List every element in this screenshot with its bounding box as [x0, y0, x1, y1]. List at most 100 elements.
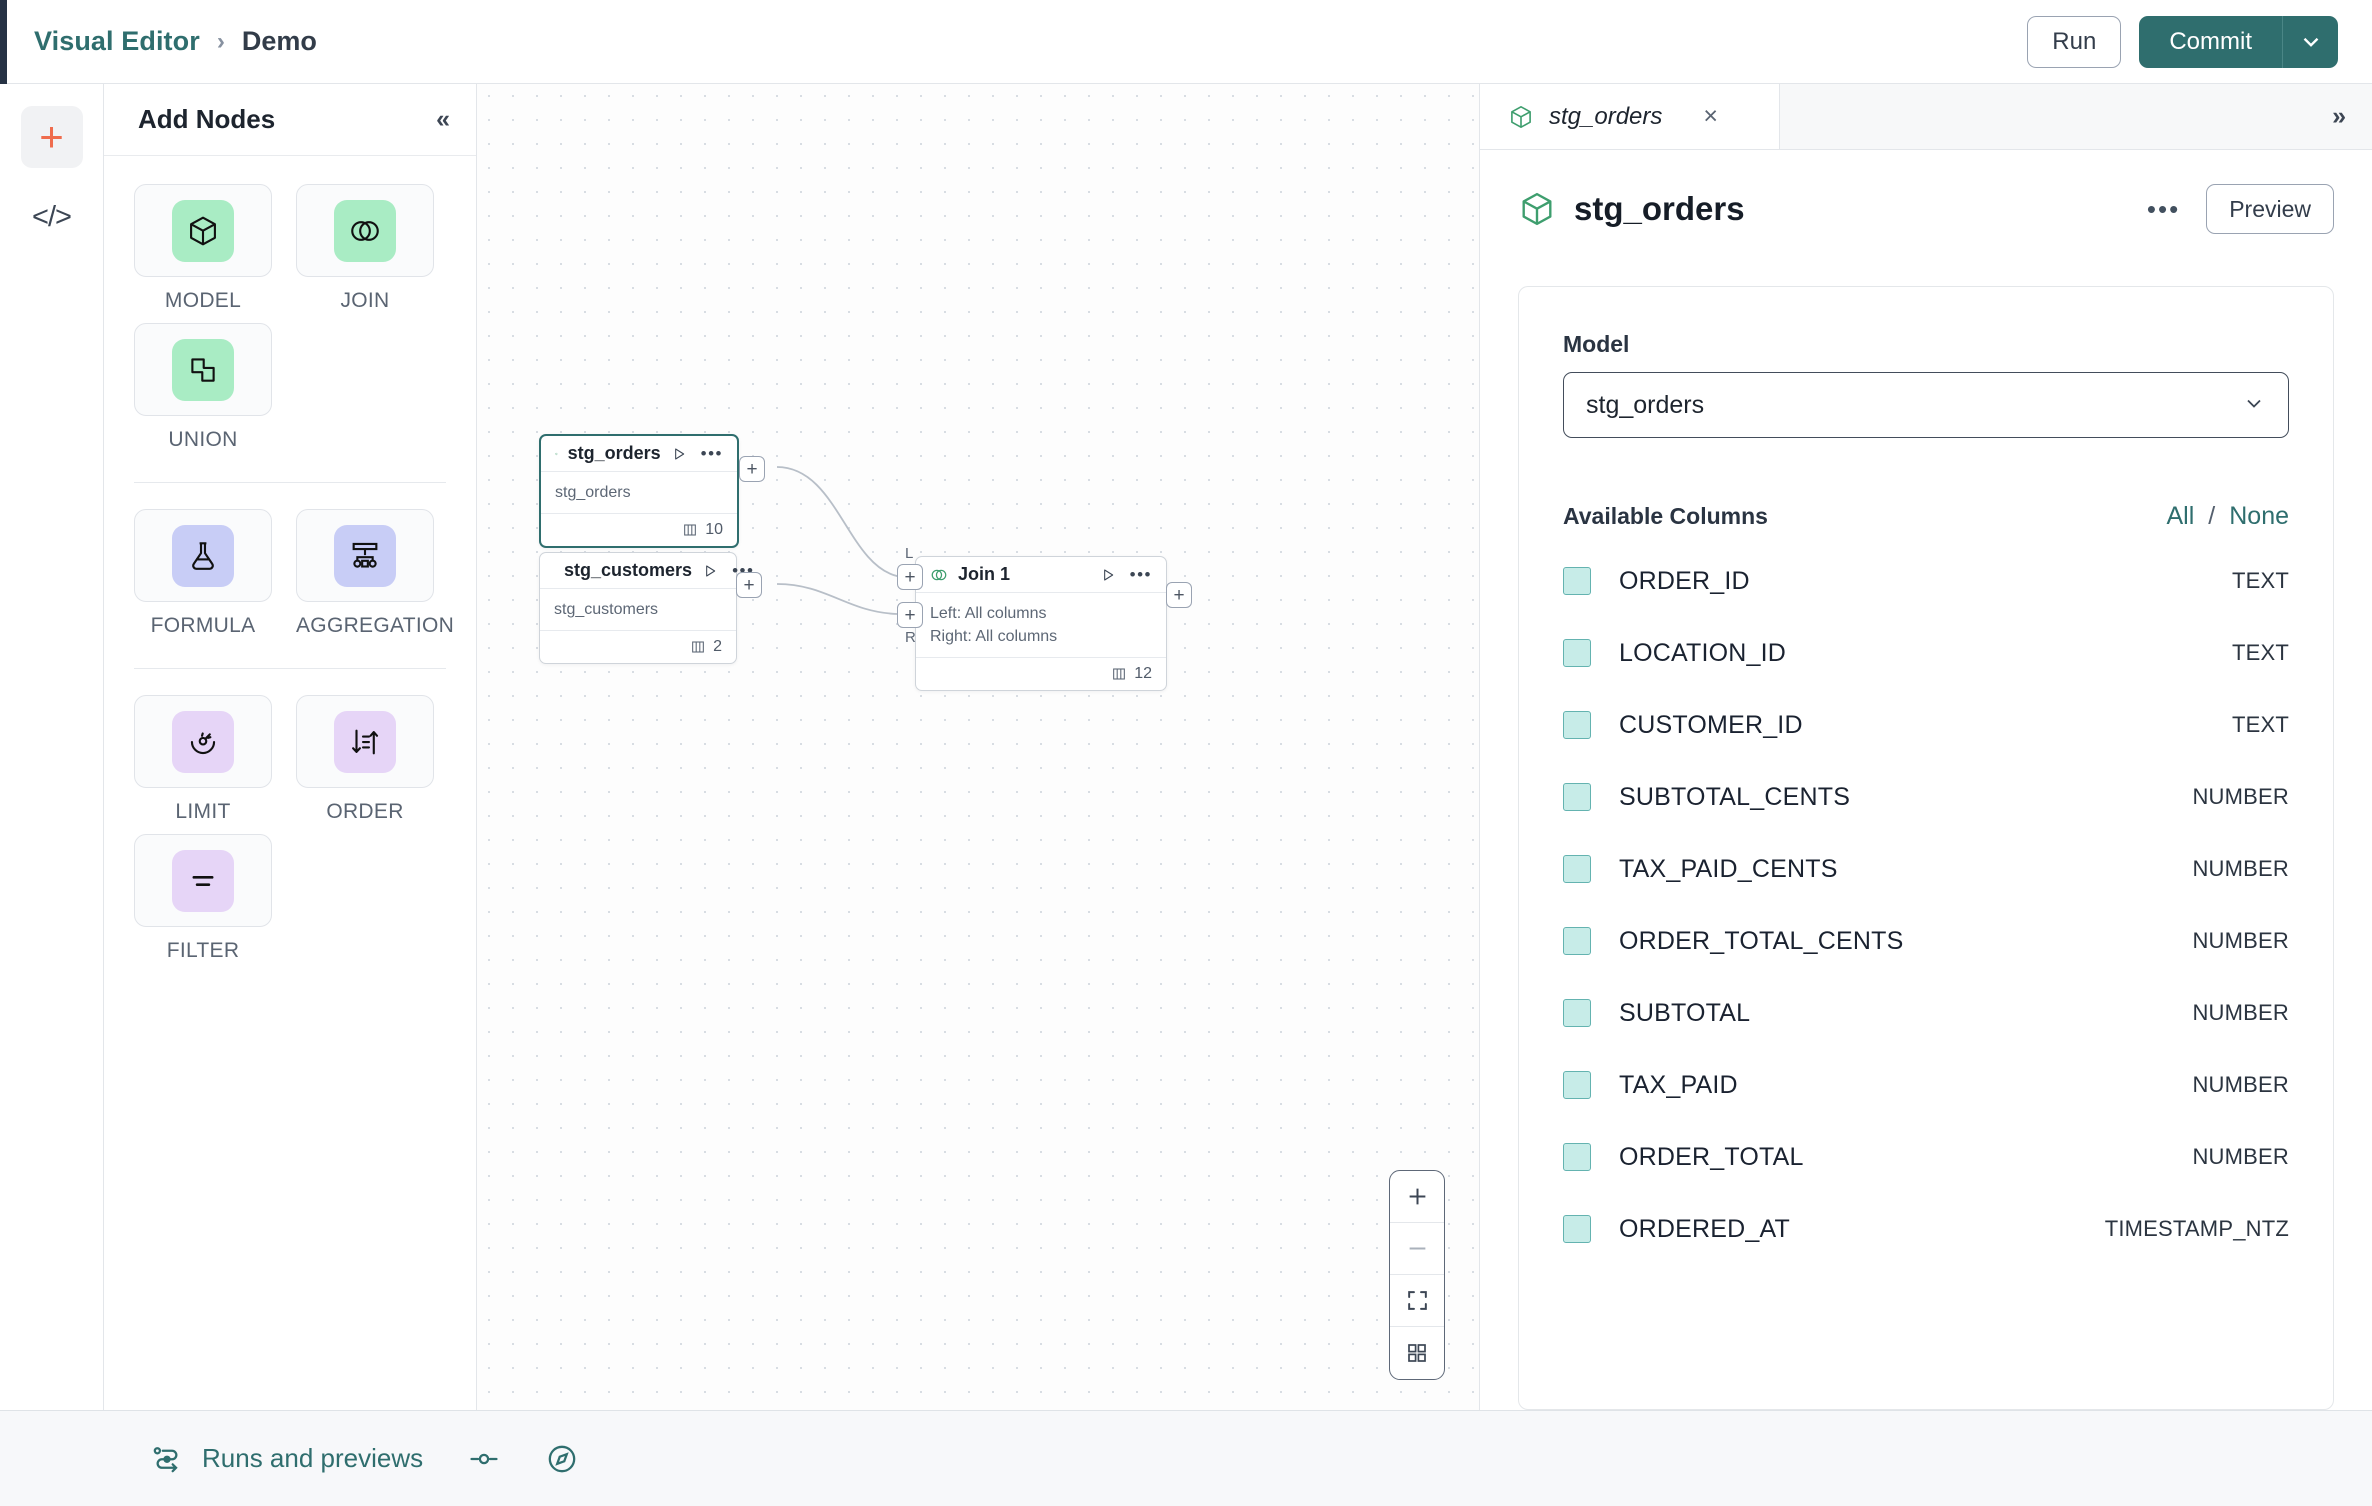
node-body-line: stg_customers	[554, 601, 659, 618]
column-checkbox[interactable]	[1563, 1143, 1591, 1171]
node-output-handle[interactable]: +	[1166, 582, 1192, 608]
add-nodes-rail-button[interactable]: +	[20, 106, 83, 168]
minimap-button[interactable]	[1390, 1327, 1444, 1379]
left-icon-rail: + </>	[0, 84, 104, 1410]
palette-item-formula[interactable]: FORMULA	[134, 509, 272, 638]
flow-canvas[interactable]: stg_orders ••• stg_orders 10 +	[477, 84, 1479, 1410]
column-type: NUMBER	[2192, 1144, 2289, 1169]
column-row[interactable]: LOCATION_ID TEXT	[1563, 617, 2289, 689]
palette-divider-2	[134, 668, 446, 669]
column-checkbox[interactable]	[1563, 855, 1591, 883]
column-row[interactable]: ORDER_ID TEXT	[1563, 545, 2289, 617]
model-select[interactable]: stg_orders	[1563, 372, 2289, 438]
breadcrumb-root-link[interactable]: Visual Editor	[34, 26, 200, 56]
preview-button[interactable]: Preview	[2206, 184, 2334, 234]
palette-item-model[interactable]: MODEL	[134, 184, 272, 313]
column-row[interactable]: SUBTOTAL_CENTS NUMBER	[1563, 761, 2289, 833]
zoom-out-button[interactable]	[1390, 1223, 1444, 1275]
columns-icon	[684, 524, 697, 536]
column-row[interactable]: ORDER_TOTAL_CENTS NUMBER	[1563, 905, 2289, 977]
column-type: NUMBER	[2192, 1000, 2289, 1025]
commit-button[interactable]: Commit	[2139, 15, 2282, 68]
column-row[interactable]: CUSTOMER_ID TEXT	[1563, 689, 2289, 761]
node-output-handle[interactable]: +	[739, 456, 765, 482]
node-menu-icon[interactable]: •••	[1129, 565, 1152, 584]
commit-dropdown-button[interactable]	[2282, 15, 2338, 68]
toggle-button[interactable]	[467, 1442, 501, 1476]
column-row[interactable]: TAX_PAID NUMBER	[1563, 1049, 2289, 1121]
columns-icon	[1113, 668, 1126, 680]
runs-and-previews-button[interactable]: Runs and previews	[150, 1442, 423, 1476]
chevron-down-icon	[2303, 37, 2318, 47]
select-none-link[interactable]: None	[2229, 502, 2289, 530]
select-all-link[interactable]: All	[2166, 502, 2195, 530]
available-columns-title: Available Columns	[1563, 503, 1768, 529]
compass-button[interactable]	[545, 1442, 579, 1476]
panel-header: stg_orders ••• Preview	[1480, 150, 2372, 234]
node-column-count: 2	[713, 638, 722, 656]
palette-label-aggregation: AGGREGATION	[296, 614, 455, 637]
canvas-node-join-1[interactable]: Join 1 ••• Left: All columns Right: All …	[897, 545, 1192, 692]
fit-screen-icon	[1407, 1291, 1427, 1310]
join-circles-icon	[334, 199, 396, 262]
close-icon[interactable]: ×	[1703, 102, 1718, 130]
collapse-panel-button[interactable]: «	[436, 105, 450, 133]
palette-item-filter[interactable]: FILTER	[134, 834, 272, 963]
edge-customers-to-join	[776, 583, 898, 615]
palette-item-limit[interactable]: LIMIT	[134, 695, 272, 824]
node-column-count: 10	[705, 521, 723, 539]
run-button[interactable]: Run	[2027, 15, 2122, 68]
canvas-node-stg-customers[interactable]: stg_customers ••• stg_customers 2 +	[539, 552, 762, 665]
column-name: SUBTOTAL	[1619, 998, 1751, 1027]
column-name: ORDER_TOTAL_CENTS	[1619, 926, 1904, 955]
column-type: NUMBER	[2192, 784, 2289, 809]
node-group-sources: MODEL JOIN	[134, 184, 446, 462]
node-output-handle[interactable]: +	[736, 572, 762, 598]
palette-item-aggregation[interactable]: AGGREGATION	[296, 509, 455, 638]
node-header: stg_customers •••	[540, 553, 753, 589]
column-checkbox[interactable]	[1563, 1071, 1591, 1099]
node-input-handle-left[interactable]: +	[897, 564, 923, 590]
node-footer: 12	[916, 658, 1166, 690]
column-row[interactable]: TAX_PAID_CENTS NUMBER	[1563, 833, 2289, 905]
column-checkbox[interactable]	[1563, 639, 1591, 667]
column-row[interactable]: SUBTOTAL NUMBER	[1563, 977, 2289, 1049]
join-circles-icon	[931, 569, 947, 580]
palette-item-order[interactable]: ORDER	[296, 695, 434, 824]
panel-tab-bar: stg_orders × »	[1480, 84, 2372, 150]
node-menu-icon[interactable]: •••	[700, 444, 723, 463]
zoom-in-button[interactable]	[1390, 1171, 1444, 1223]
column-checkbox[interactable]	[1563, 927, 1591, 955]
compass-icon	[548, 1445, 576, 1472]
top-bar: Visual Editor › Demo Run Commit	[0, 0, 2372, 84]
columns-icon	[692, 641, 704, 653]
column-checkbox[interactable]	[1563, 783, 1591, 811]
run-node-icon[interactable]	[702, 563, 718, 579]
node-body-line-left: Left: All columns	[930, 605, 1047, 622]
canvas-node-stg-orders[interactable]: stg_orders ••• stg_orders 10 +	[539, 434, 765, 549]
column-checkbox[interactable]	[1563, 567, 1591, 595]
fit-view-button[interactable]	[1390, 1275, 1444, 1327]
panel-tab-stg-orders[interactable]: stg_orders ×	[1480, 84, 1780, 149]
run-node-icon[interactable]	[1100, 567, 1116, 583]
palette-item-join[interactable]: JOIN	[296, 184, 434, 313]
column-checkbox[interactable]	[1563, 711, 1591, 739]
column-checkbox[interactable]	[1563, 1215, 1591, 1243]
palette-label-union: UNION	[168, 428, 238, 451]
node-body: Left: All columns Right: All columns	[916, 593, 1166, 659]
palette-item-union[interactable]: UNION	[134, 323, 272, 452]
column-name: ORDER_TOTAL	[1619, 1142, 1804, 1171]
node-footer: 10	[541, 514, 737, 546]
column-checkbox[interactable]	[1563, 999, 1591, 1027]
column-row[interactable]: ORDERED_AT TIMESTAMP_NTZ	[1563, 1193, 2289, 1265]
code-view-rail-button[interactable]: </>	[21, 186, 83, 248]
panel-menu-icon[interactable]: •••	[2146, 194, 2181, 224]
expand-panel-button[interactable]: »	[2332, 102, 2346, 130]
palette-divider-1	[134, 482, 446, 483]
node-input-handle-right[interactable]: +	[897, 602, 923, 628]
column-name: ORDERED_AT	[1619, 1214, 1791, 1243]
palette-label-limit: LIMIT	[175, 800, 231, 823]
run-node-icon[interactable]	[671, 446, 687, 462]
column-row[interactable]: ORDER_TOTAL NUMBER	[1563, 1121, 2289, 1193]
